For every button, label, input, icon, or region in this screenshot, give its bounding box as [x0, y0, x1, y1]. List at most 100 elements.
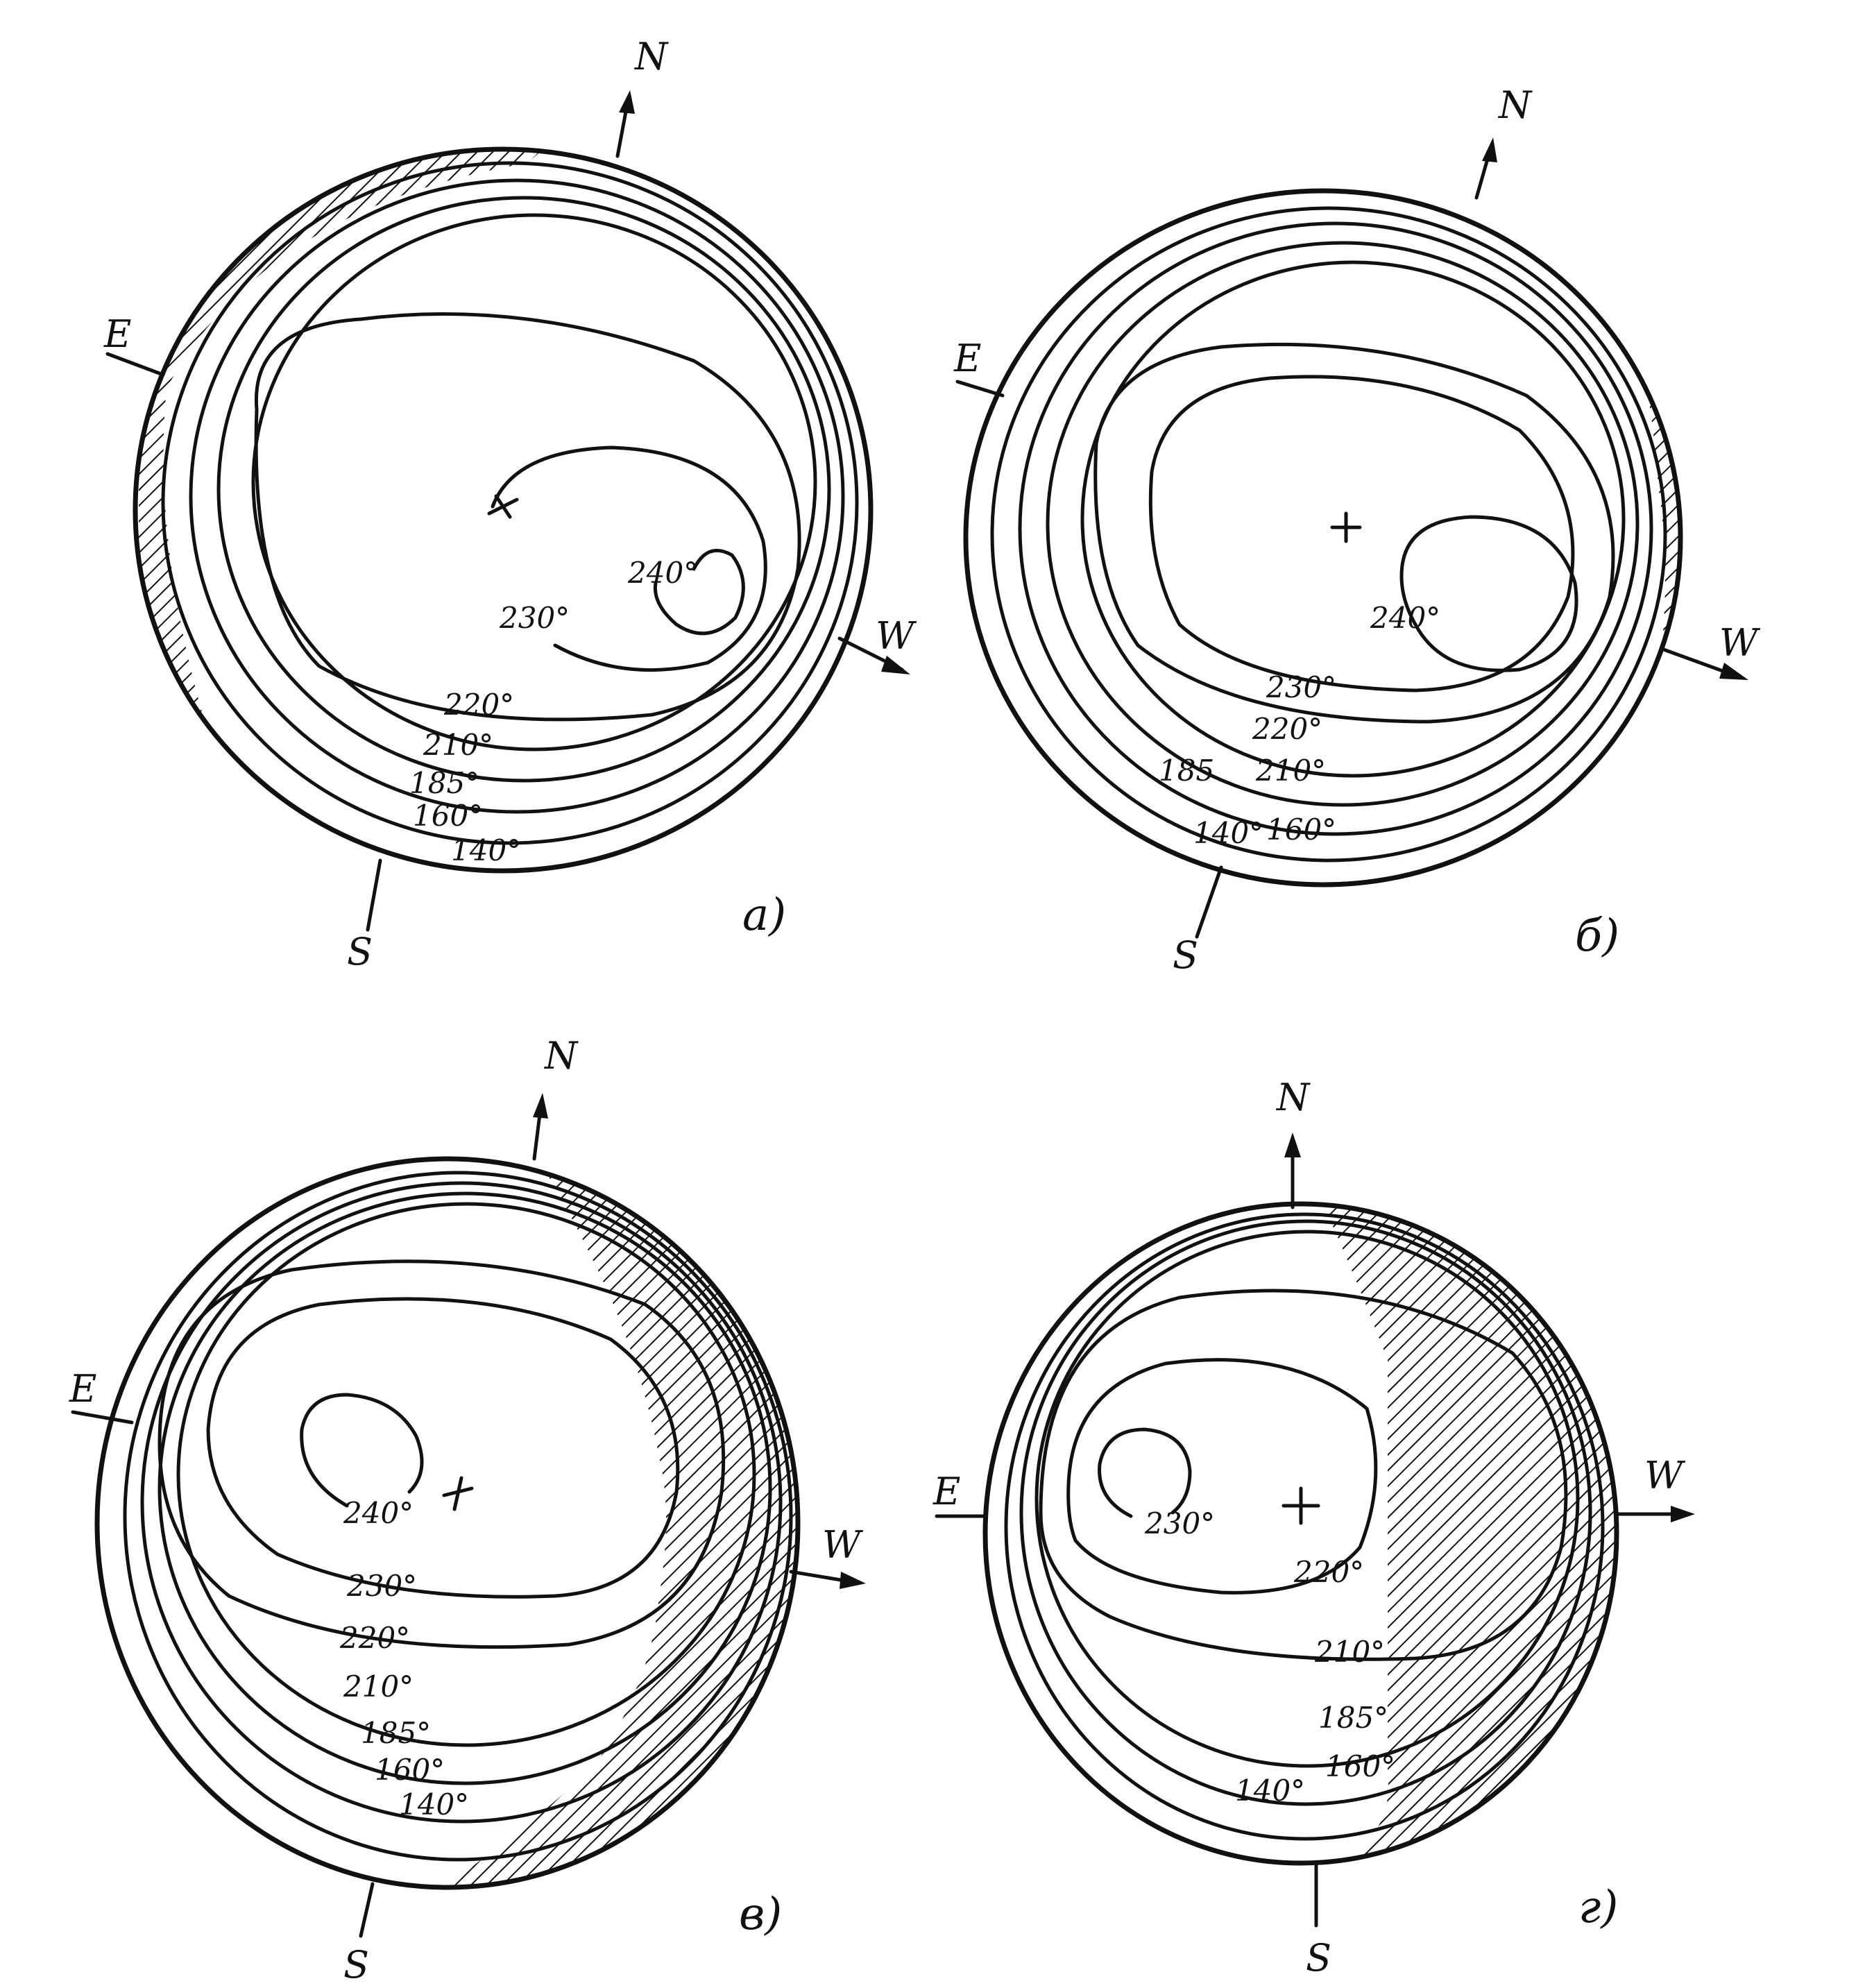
isotherm-label-240-b: 240°: [1370, 601, 1440, 635]
center-mark-b: [1330, 511, 1362, 543]
isotherm-210-a: [251, 213, 817, 751]
isotherm-label-230-b: 230°: [1266, 670, 1336, 704]
isotherm-140-b: [990, 206, 1667, 863]
isotherm-label-185-d: 185°: [1318, 1701, 1388, 1735]
east-label-a: E: [103, 312, 131, 356]
compass-c: N S E W: [69, 1034, 866, 1987]
isotherm-label-185-a: 185°: [409, 766, 479, 800]
isotherm-210-c: [176, 1202, 756, 1747]
isotherm-185-b: [1046, 241, 1640, 807]
isotherms-c: [123, 1171, 793, 1862]
south-label-d: S: [1306, 1936, 1331, 1980]
south-label-b: S: [1173, 933, 1198, 977]
west-arrow-icon-b: [1719, 663, 1748, 680]
west-label-b: W: [1719, 621, 1761, 665]
isotherm-label-140-c: 140°: [399, 1787, 469, 1821]
disk-rim-d: [982, 1201, 1619, 1866]
isotherm-label-210-a: 210°: [423, 728, 493, 762]
west-label-c: W: [822, 1523, 864, 1567]
isotherms-a: [161, 161, 859, 845]
panel-c: 240° 230° 220° 210° 185° 160° 140° N S E…: [69, 1034, 866, 1987]
isotherm-label-240-c: 240°: [343, 1496, 414, 1530]
west-label-a: W: [876, 614, 917, 658]
isotherm-240-b: [1399, 515, 1578, 672]
isotherms-d: [1004, 1212, 1605, 1841]
isotherm-210-b: [1080, 260, 1626, 778]
isotherm-label-240-a: 240°: [627, 556, 698, 590]
half-shading-d: [1318, 1204, 1617, 1863]
isotherm-160-b: [1018, 221, 1653, 836]
isotherm-240-a: [653, 548, 745, 636]
isotherm-label-220-a: 220°: [443, 688, 514, 722]
isotherm-220-b: [1093, 342, 1615, 724]
isotherm-label-140-a: 140°: [451, 833, 521, 867]
isotherm-label-220-b: 220°: [1252, 712, 1322, 746]
isotherm-label-160-c: 160°: [375, 1753, 445, 1787]
isotherm-220-d: [1066, 1358, 1378, 1595]
isotherm-240-c: [300, 1393, 424, 1508]
isotherm-160-c: [140, 1181, 783, 1824]
isotherm-label-160-d: 160°: [1325, 1749, 1395, 1783]
panel-label-d: г): [1578, 1882, 1618, 1933]
isotherm-220-a: [254, 312, 801, 722]
north-label-d: N: [1275, 1076, 1311, 1119]
panel-label-b: б): [1575, 910, 1619, 962]
isotherm-label-210-b: 210°: [1255, 754, 1326, 788]
isotherm-label-185-b: 185: [1159, 754, 1214, 788]
disk-rim-a: [133, 146, 874, 874]
east-axis-a: [105, 352, 165, 377]
isotherm-label-185-c: 185°: [361, 1716, 431, 1750]
north-arrow-icon-b: [1482, 137, 1497, 162]
isotherm-label-230-a: 230°: [499, 601, 570, 635]
north-arrow-icon-d: [1284, 1132, 1301, 1157]
panel-d: 230° 220° 210° 185° 160° 140° N S E W г): [932, 1076, 1695, 1980]
panel-b: 240° 230° 220° 210° 185 160° 140° N S E …: [953, 83, 1761, 977]
north-label-c: N: [543, 1034, 579, 1078]
isotherm-140-d: [1004, 1212, 1605, 1841]
south-axis-a: [366, 858, 382, 932]
disk-rim-c: [94, 1156, 801, 1890]
isotherm-185-d: [1034, 1230, 1580, 1768]
west-arrow-icon-a: [881, 656, 910, 674]
isotherm-label-140-b: 140°: [1193, 816, 1263, 850]
north-arrow-icon-a: [619, 90, 635, 114]
south-label-a: S: [347, 930, 373, 974]
isotherm-220-c: [157, 1259, 726, 1649]
north-label-a: N: [633, 35, 669, 78]
west-label-d: W: [1644, 1454, 1686, 1497]
north-label-b: N: [1497, 83, 1533, 127]
isotherm-label-210-d: 210°: [1314, 1635, 1385, 1669]
isotherm-230-c: [206, 1297, 680, 1599]
isotherm-160-a: [189, 178, 845, 814]
east-label-b: E: [953, 337, 981, 380]
panel-label-a: a): [742, 890, 786, 941]
compass-d: N S E W: [932, 1076, 1695, 1980]
isotherm-230-b: [1148, 375, 1575, 693]
west-arrow-icon-c: [840, 1572, 866, 1589]
panel-a: 240° 230° 220° 210° 185° 160° 140° N S E…: [103, 35, 917, 974]
south-axis-b: [1195, 865, 1223, 939]
disk-rim-b: [963, 188, 1683, 887]
east-axis-c: [71, 1410, 134, 1425]
isotherm-140-c: [123, 1171, 793, 1862]
compass-b: N S E W: [953, 83, 1761, 977]
center-mark-d: [1281, 1486, 1320, 1525]
isotherm-210-d: [1039, 1289, 1568, 1661]
isotherm-label-220-d: 220°: [1293, 1555, 1364, 1589]
sector-shading-c: [402, 1159, 798, 1887]
compass-a: N S E W: [103, 35, 917, 974]
east-label-d: E: [932, 1470, 960, 1513]
south-axis-c: [359, 1882, 375, 1938]
isotherm-label-230-c: 230°: [346, 1569, 417, 1603]
isotherm-230-a: [491, 445, 767, 672]
isotherm-label-140-d: 140°: [1235, 1774, 1305, 1808]
isotherm-label-210-c: 210°: [343, 1670, 414, 1704]
east-label-c: E: [69, 1367, 96, 1411]
east-axis-b: [955, 380, 1005, 398]
isotherm-label-160-b: 160°: [1266, 813, 1336, 847]
isotherm-230-d: [1098, 1427, 1192, 1518]
center-mark-a: [487, 494, 519, 519]
west-arrow-icon-d: [1671, 1506, 1695, 1522]
center-mark-c: [442, 1476, 474, 1511]
